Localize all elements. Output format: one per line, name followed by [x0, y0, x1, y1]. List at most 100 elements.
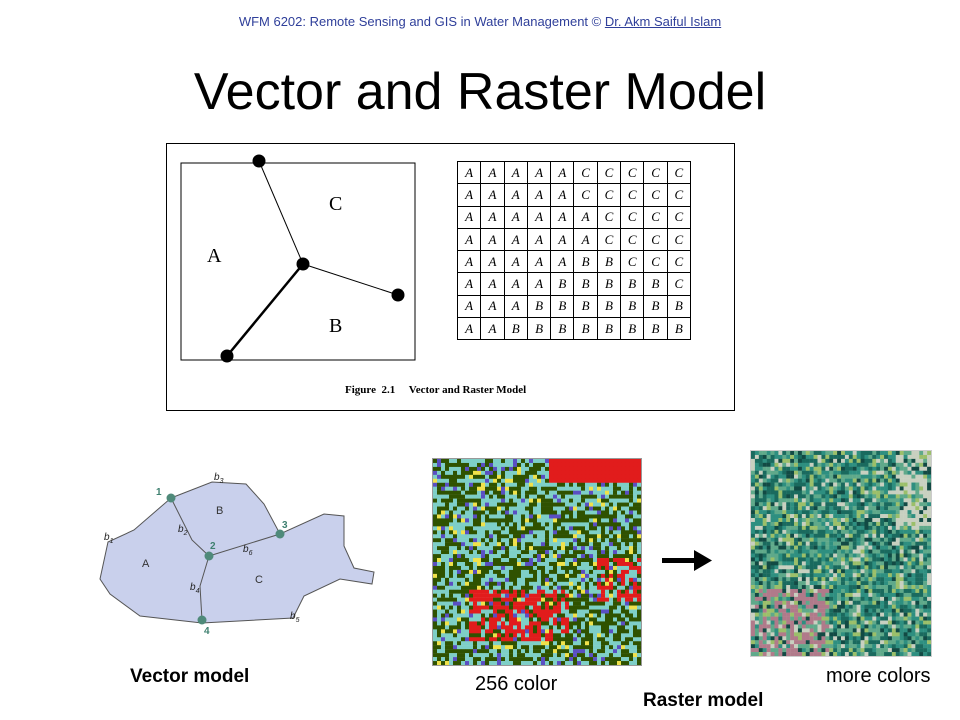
vector-vertex — [296, 257, 310, 271]
raster-cell: C — [666, 160, 691, 185]
vector-model-diagram: 1 2 3 4 b1 b2 b3 b4 b5 b6 A B C — [99, 472, 375, 637]
edge-label-base: b — [190, 582, 196, 593]
figure-caption: Figure 2.1 Vector and Raster Model — [345, 384, 526, 396]
raster-cell: C — [596, 227, 622, 252]
edge-label-base: b — [243, 544, 249, 555]
vector-boundary-ab — [226, 263, 304, 357]
vector-model-sketch: A C B — [180, 154, 416, 363]
edge-label-base: b — [178, 524, 184, 535]
polygon-label-c: C — [329, 193, 342, 215]
raster-cell: A — [526, 183, 552, 207]
course-title-text: WFM 6202: Remote Sensing and GIS in Wate… — [238, 14, 605, 29]
raster-cell: A — [573, 205, 598, 229]
raster-cell: A — [480, 205, 505, 229]
raster-cell: C — [596, 160, 622, 185]
raster-cell: B — [573, 250, 598, 274]
area-label-c: C — [255, 574, 263, 586]
vector-node — [197, 615, 207, 625]
raster-256-color-image — [432, 458, 642, 666]
raster-cell: B — [596, 317, 622, 341]
area-label-b: B — [216, 505, 223, 517]
edge-label-sub: 6 — [249, 550, 253, 557]
edge-label-sub: 1 — [110, 538, 114, 545]
vector-boundary-bc — [302, 263, 399, 296]
figure-caption-number: Figure 2.1 — [345, 384, 396, 396]
raster-cell: A — [456, 317, 482, 341]
raster-cell: B — [643, 317, 668, 341]
raster-cell: A — [480, 272, 505, 296]
edge-label-base: b — [104, 532, 110, 543]
raster-cell: A — [480, 227, 505, 252]
polygon-label-b: B — [329, 315, 342, 337]
vector-vertex — [391, 288, 405, 302]
raster-cell: C — [620, 160, 645, 185]
raster-cell: A — [503, 250, 528, 274]
raster-cell: C — [643, 160, 668, 185]
edge-line-b2 — [170, 497, 210, 557]
raster-cell: B — [643, 294, 668, 319]
edge-label: b4 — [190, 582, 200, 595]
edge-label-sub: 4 — [196, 588, 200, 595]
raster-cell: A — [456, 250, 482, 274]
edge-label: b6 — [243, 544, 253, 557]
vector-boundary-ac — [258, 160, 304, 265]
author-link[interactable]: Dr. Akm Saiful Islam — [604, 14, 722, 29]
raster-cell: A — [503, 205, 528, 229]
raster-cell: B — [573, 294, 598, 319]
raster-cell: C — [643, 250, 668, 274]
raster-cell: B — [503, 317, 528, 341]
raster-cell: A — [550, 250, 575, 274]
node-label: 3 — [282, 520, 288, 531]
vector-node — [275, 529, 285, 539]
raster-cell: A — [480, 160, 505, 185]
raster-cell: B — [620, 294, 645, 319]
raster-cell: C — [666, 205, 691, 229]
edge-label-base: b — [214, 472, 220, 483]
edge-label-sub: 5 — [296, 617, 300, 624]
raster-cell: C — [620, 227, 645, 252]
vector-model-label: Vector model — [130, 666, 250, 687]
raster-cell: A — [503, 183, 528, 207]
raster-cell: A — [526, 227, 552, 252]
edge-line-b6 — [208, 533, 281, 557]
raster-cell: C — [666, 272, 691, 296]
edge-line-b4 — [199, 555, 210, 621]
figure-caption-text: Vector and Raster Model — [408, 384, 527, 396]
raster-cell: B — [526, 294, 552, 319]
raster-cell: A — [550, 205, 575, 229]
edge-label: b2 — [178, 524, 188, 537]
more-colors-label: more colors — [826, 665, 931, 687]
raster-cell: A — [526, 205, 552, 229]
slide-title: Vector and Raster Model — [193, 63, 767, 121]
raster-cell: A — [503, 160, 528, 185]
raster-model-label: Raster model — [643, 690, 764, 711]
raster-cell: B — [526, 317, 552, 341]
edge-label-base: b — [290, 611, 296, 622]
raster-cell: C — [620, 183, 645, 207]
color-256-label: 256 color — [475, 673, 558, 695]
raster-cell: A — [526, 272, 552, 296]
raster-cell: B — [666, 317, 691, 341]
raster-cell: B — [550, 317, 575, 341]
raster-cell: A — [456, 272, 482, 296]
edge-label: b5 — [290, 611, 300, 624]
raster-cell: A — [503, 272, 528, 296]
raster-cell: C — [666, 250, 691, 274]
edge-label-sub: 3 — [220, 478, 224, 485]
raster-cell: A — [503, 227, 528, 252]
edge-label: b3 — [214, 472, 224, 485]
raster-cell: A — [526, 250, 552, 274]
vector-node — [204, 551, 214, 561]
node-label: 2 — [210, 541, 216, 552]
edge-label: b1 — [104, 532, 114, 545]
raster-cell: C — [643, 227, 668, 252]
raster-cell: B — [550, 294, 575, 319]
